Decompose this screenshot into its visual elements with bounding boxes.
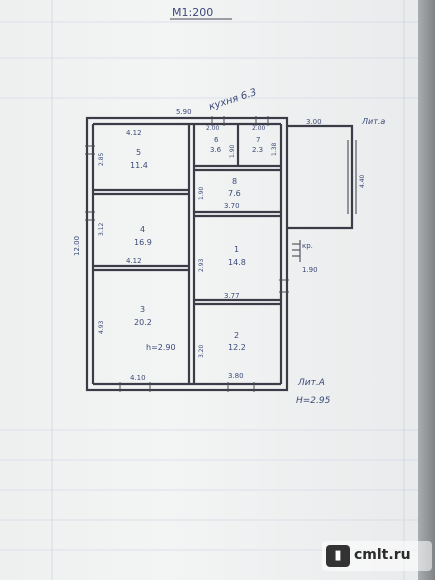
dim-r4-bottom: 4.12 [126,257,142,265]
dim-ext-width: 3.00 [306,118,322,126]
watermark-logo-icon: ▮ [326,545,350,567]
porch-label: кр. [302,242,313,250]
dim-r1-bottom: 3.77 [224,292,240,300]
room-1-num: 1 [234,245,239,254]
room-3-num: 3 [140,305,145,314]
main-label: Лит.А [297,378,325,388]
room-6-num: 6 [214,136,219,144]
paper-edge [418,0,435,580]
room-6-area: 3.6 [210,146,222,154]
dim-r4-height: 3.12 [98,222,105,236]
height-label: Н=2.95 [296,396,331,406]
dim-porch-width: 1.90 [302,266,318,274]
dim-ext-height: 4.40 [359,174,366,188]
main-building-walls [85,116,289,392]
dim-r7-width: 2.00 [252,125,266,132]
dim-r6-height: 1.90 [229,144,236,158]
room-8-area: 7.6 [228,189,241,198]
dim-r3-height: 4.93 [98,320,105,334]
dim-top-total: 5.90 [176,108,192,116]
watermark-text: cmlt.ru [354,547,411,563]
room-7-area: 2.3 [252,146,263,154]
room-7-num: 7 [256,136,260,144]
room-2-area: 12.2 [228,343,246,352]
dim-r8-width: 3.70 [224,202,240,210]
room-3-area: 20.2 [134,318,152,327]
room-1-area: 14.8 [228,258,246,267]
ceiling-height: h=2.90 [146,343,176,352]
dim-r2-bottom: 3.80 [228,372,244,380]
scale-label: М1:200 [172,6,213,19]
window-marks [85,116,289,392]
ruled-lines [0,0,418,580]
dim-r5-width: 4.12 [126,129,142,137]
room-5-num: 5 [136,148,141,157]
room-4-num: 4 [140,225,145,234]
room-5-area: 11.4 [130,161,148,170]
outbuilding-label: Лит.а [361,117,385,126]
dim-r2-height: 3.20 [198,344,205,358]
room-labels: 5 11.4 6 3.6 7 2.3 8 7.6 4 16.9 1 14.8 3… [130,136,263,352]
dim-r6-width: 2.00 [206,125,220,132]
dim-r8-height: 1.90 [198,186,205,200]
dim-r1-height: 2.93 [198,258,205,272]
dim-r5-height: 2.85 [98,152,105,166]
handwritten-note: кухня 6.3 [208,87,258,113]
dimension-labels: 5.90 4.12 2.00 2.00 3.00 3.70 4.12 3.77 … [73,108,366,382]
dim-r7-height: 1.38 [271,142,278,156]
watermark: ▮ cmlt.ru [322,541,432,571]
dim-r3-bottom: 4.10 [130,374,146,382]
drawing-sheet [0,0,418,580]
room-8-num: 8 [232,177,237,186]
outbuilding-walls [287,124,357,262]
room-4-area: 16.9 [134,238,152,247]
room-2-num: 2 [234,331,239,340]
dim-left-total: 12.00 [73,236,81,256]
